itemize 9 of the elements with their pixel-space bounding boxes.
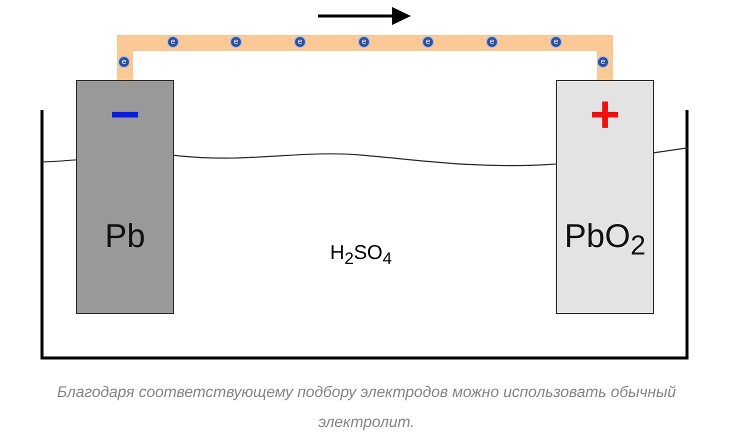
polarity-sign: − (108, 95, 142, 135)
caption: Благодаря соответствующему подбору электродов можно использовать обычный электролит. (56, 383, 678, 433)
electrode-label: Pb (104, 217, 146, 255)
polarity-sign: + (588, 95, 622, 135)
electrode-label: PbO$_{2}$ (563, 217, 647, 262)
conductor-wire (117, 35, 613, 80)
electrode-plate (556, 80, 654, 314)
electrolyte-label: H$_{2}$SO$_{4}$ (330, 242, 392, 269)
electrode-plate (76, 80, 174, 314)
